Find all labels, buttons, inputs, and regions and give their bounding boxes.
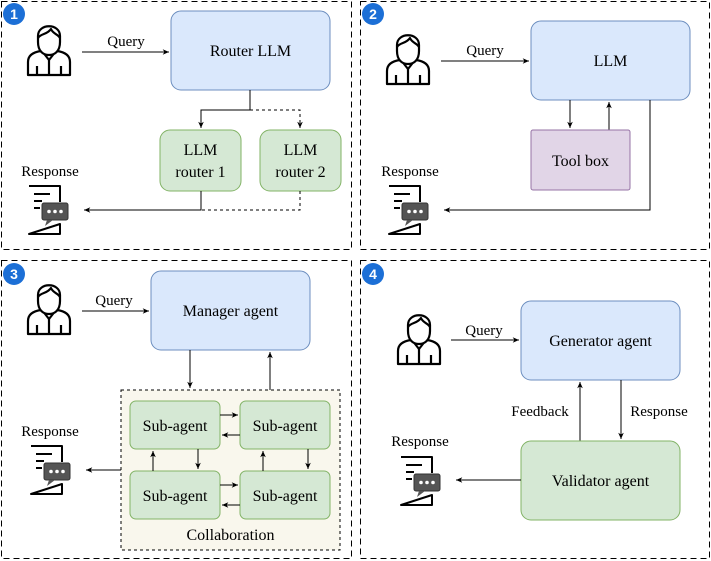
panel-2-badge: 2	[362, 3, 384, 25]
toolbox-box	[530, 129, 631, 191]
validator-agent-label: Validator agent	[552, 473, 650, 490]
document-chat-icon	[388, 185, 429, 235]
panel-1-badge: 1	[3, 3, 25, 25]
document-chat-icon	[30, 445, 71, 495]
query-label: Query	[95, 293, 133, 309]
sub-agent-label-1: Sub-agent	[143, 418, 208, 435]
sub-agent-box-1	[129, 400, 221, 450]
panel-2-border	[360, 1, 710, 250]
sub-agent-label-2: Sub-agent	[253, 418, 318, 435]
document-chat-icon	[400, 456, 441, 506]
llm-response-arrow	[444, 100, 651, 213]
llm-box	[530, 20, 691, 101]
llm-router-1-line2: router 1	[175, 164, 225, 181]
sub-agent-box-4	[239, 470, 331, 520]
llm-router-2-box	[259, 129, 342, 192]
svg-text:3: 3	[10, 266, 18, 282]
user-icon	[385, 34, 431, 86]
user-icon	[26, 284, 72, 336]
panel-3-border	[1, 260, 352, 559]
response-label: Response	[391, 434, 449, 450]
panel-2: 2 Query LLM Tool box Response	[360, 1, 710, 250]
panel-1-border	[1, 1, 352, 250]
sub-agent-box-2	[239, 400, 331, 450]
llm-router-1-box	[159, 129, 242, 192]
router1-response-arrow	[84, 191, 202, 213]
sub-agent-box-3	[129, 470, 221, 520]
collaboration-label: Collaboration	[187, 527, 275, 544]
panel-3-badge: 3	[3, 263, 25, 285]
sub-agent-label-4: Sub-agent	[253, 488, 318, 505]
response-label: Response	[381, 164, 439, 180]
svg-text:2: 2	[369, 6, 377, 22]
panel-1: 1 Query Router LLM LLM router 1 LLM rout…	[1, 1, 352, 250]
svg-text:1: 1	[10, 6, 18, 22]
document-chat-icon	[28, 185, 69, 235]
llm-router-2-line1: LLM	[284, 142, 318, 159]
manager-agent-box	[150, 270, 311, 351]
router-to-router1-arrow	[198, 90, 251, 128]
router-to-router2-arrow	[250, 109, 303, 128]
llm-router-2-line2: router 2	[275, 164, 325, 181]
router2-response-line	[201, 191, 301, 211]
panel-4: 4 Query Generator agent Feedback Respons…	[360, 260, 710, 559]
sub-agent-label-3: Sub-agent	[143, 488, 208, 505]
toolbox-label: Tool box	[552, 153, 609, 170]
llm-label: LLM	[594, 53, 628, 70]
query-label: Query	[107, 34, 145, 50]
response-edge-label: Response	[630, 404, 688, 420]
panel-4-badge: 4	[362, 263, 384, 285]
llm-router-1-line1: LLM	[184, 142, 218, 159]
panel-3: 3 Query Manager agent Collaboration Sub-…	[1, 260, 352, 559]
generator-agent-label: Generator agent	[549, 333, 652, 350]
query-label: Query	[465, 323, 503, 339]
generator-agent-box	[520, 300, 681, 381]
response-label: Response	[21, 424, 79, 440]
manager-agent-label: Manager agent	[183, 303, 279, 320]
query-label: Query	[466, 43, 504, 59]
response-label: Response	[21, 164, 79, 180]
feedback-label: Feedback	[511, 404, 569, 420]
router-llm-label: Router LLM	[210, 43, 291, 60]
svg-text:4: 4	[369, 266, 377, 282]
user-icon	[396, 314, 442, 366]
user-icon	[26, 25, 72, 77]
panel-4-border	[360, 260, 710, 559]
